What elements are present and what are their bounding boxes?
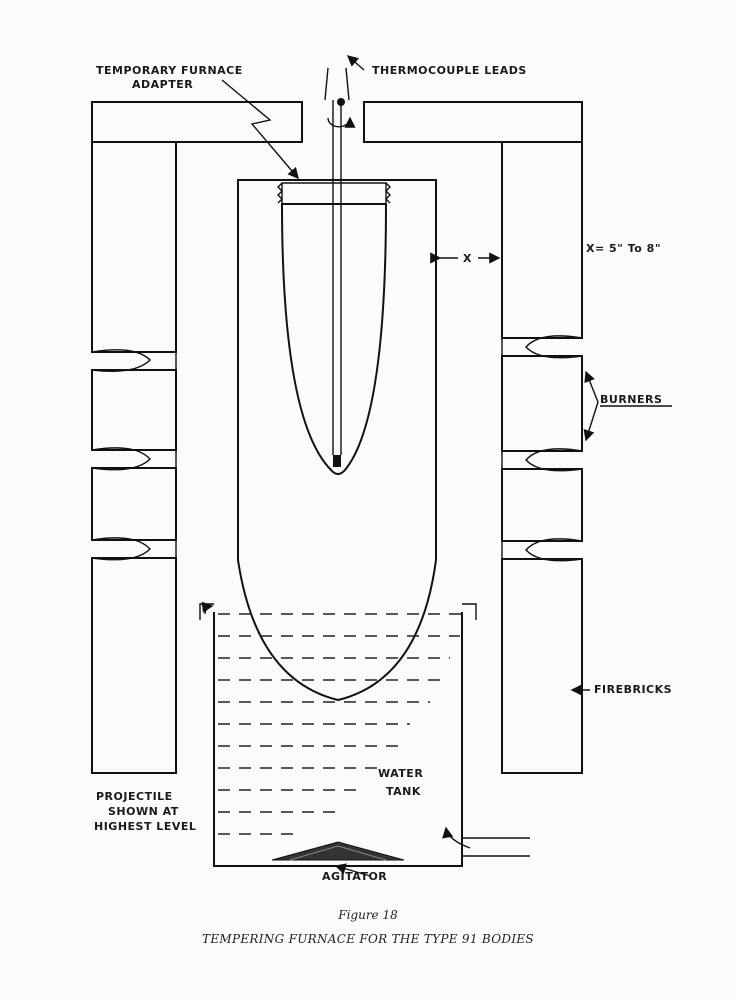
label-gap-value: X= 5" To 8" xyxy=(586,242,661,255)
top-slab-left xyxy=(91,101,303,143)
inner-cavity xyxy=(280,203,388,475)
figure-title: TEMPERING FURNACE FOR THE TYPE 91 BODIES xyxy=(202,932,534,946)
top-slab-right xyxy=(363,101,583,143)
label-projectile-line2: SHOWN AT xyxy=(108,805,179,818)
label-thermocouple: THERMOCOUPLE LEADS xyxy=(372,64,527,77)
label-projectile-line1: PROJECTILE xyxy=(96,790,173,803)
water-tank xyxy=(199,601,477,867)
agitator xyxy=(271,841,405,861)
label-adapter-line1: TEMPORARY FURNACE xyxy=(96,64,243,77)
label-water-line1: WATER xyxy=(378,767,423,780)
adapter-plug xyxy=(277,182,391,205)
label-gap-x: X xyxy=(463,252,472,265)
figure-number: Figure 18 xyxy=(338,908,398,922)
label-projectile-line3: HIGHEST LEVEL xyxy=(94,820,196,833)
water-inlet-pipe xyxy=(442,826,530,857)
label-adapter-line2: ADAPTER xyxy=(132,78,193,91)
right-burner-ports xyxy=(501,335,583,562)
projectile-body xyxy=(237,179,437,702)
label-water-line2: TANK xyxy=(386,785,421,798)
label-agitator: AGITATOR xyxy=(322,870,387,883)
label-burners: BURNERS xyxy=(600,393,662,406)
left-burner-ports xyxy=(91,349,177,561)
left-firebrick-wall xyxy=(91,141,177,774)
thermocouple-rod xyxy=(324,67,356,467)
water-lines xyxy=(218,613,462,835)
label-firebricks: FIREBRICKS xyxy=(594,683,672,696)
right-firebrick-wall xyxy=(501,141,583,774)
leader-lines xyxy=(221,55,599,877)
